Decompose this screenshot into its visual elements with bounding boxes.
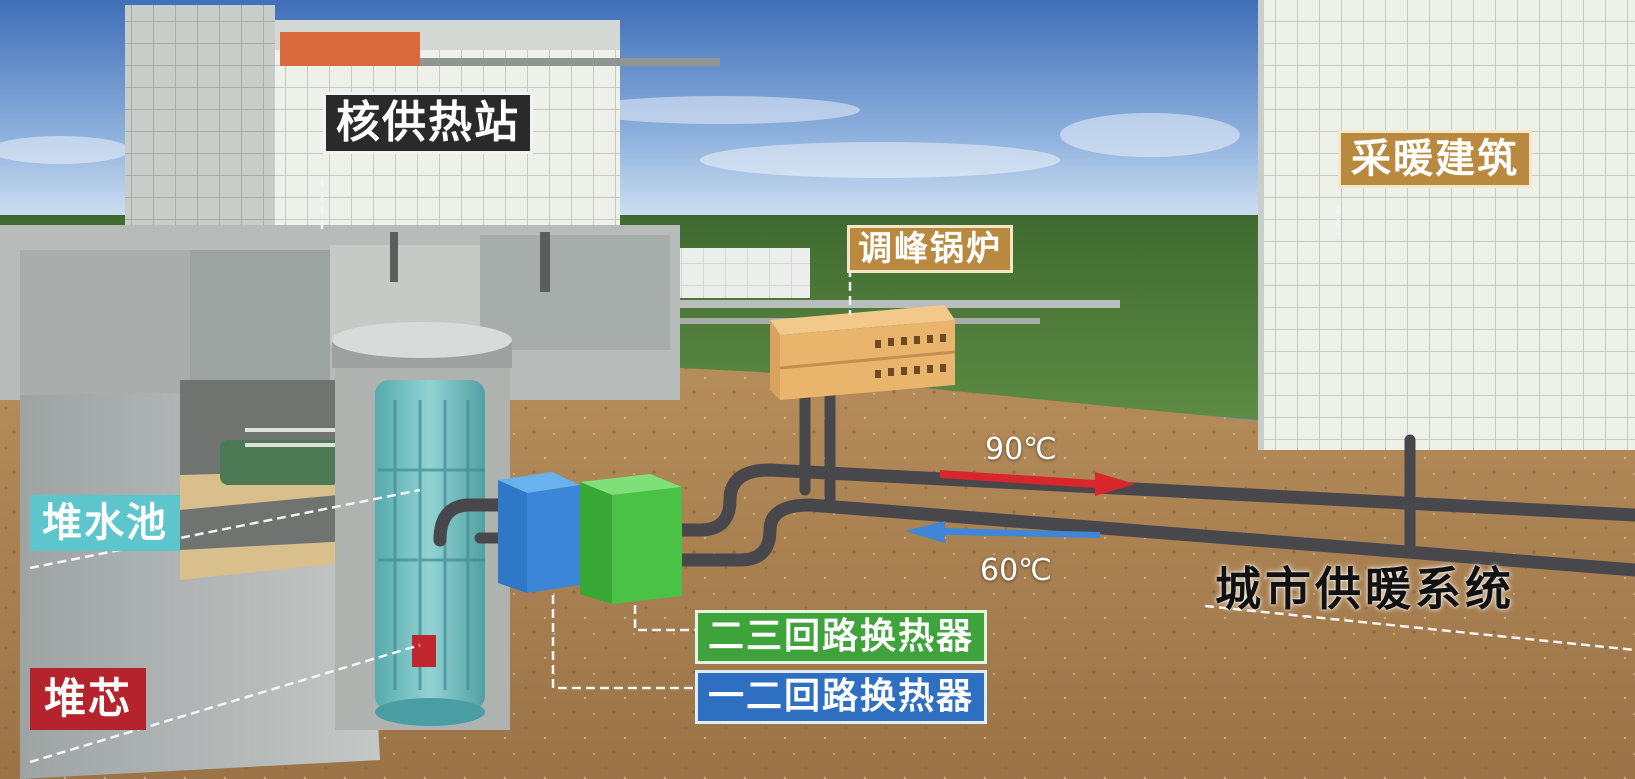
reactor-vessel: [332, 322, 512, 730]
label-hx-secondary-tertiary: 二三回路换热器: [695, 610, 988, 664]
leader-lines: [29, 178, 1635, 764]
label-nuclear-station: 核供热站: [323, 92, 533, 154]
temp-return: 60℃: [980, 553, 1052, 588]
heat-exchanger-secondary: [580, 474, 682, 604]
label-peak-boiler: 调峰锅炉: [847, 225, 1013, 273]
peak-boiler: [770, 305, 956, 400]
return-flow-arrow: [905, 521, 1100, 543]
label-city-heating-system: 城市供暖系统: [1215, 562, 1515, 616]
heat-exchanger-primary: [498, 472, 580, 593]
label-hx-primary-secondary: 一二回路换热器: [695, 670, 988, 724]
clouds: [0, 96, 1240, 178]
label-reactor-pool: 堆水池: [30, 495, 180, 551]
label-reactor-core: 堆芯: [30, 668, 147, 730]
temp-supply: 90℃: [985, 432, 1057, 467]
label-heated-building: 采暖建筑: [1338, 130, 1532, 188]
heated-building: [1258, 0, 1635, 450]
nuclear-station-building: [0, 5, 720, 410]
reactor-core-block: [412, 635, 436, 667]
supply-flow-arrow: [940, 470, 1135, 496]
